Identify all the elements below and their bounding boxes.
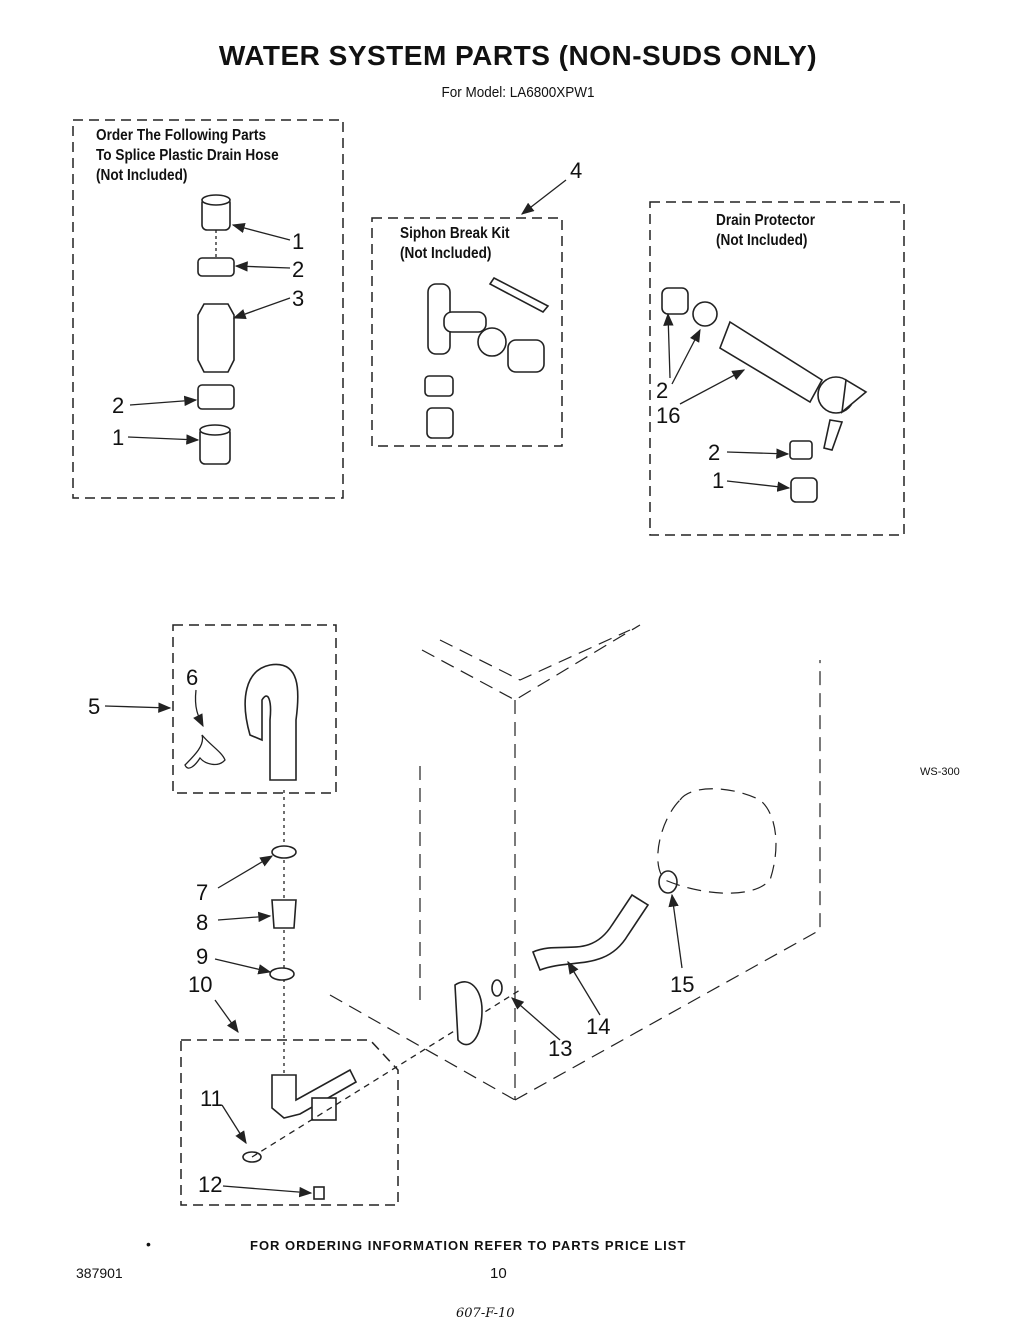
callout-13: 13 <box>548 1036 573 1061</box>
splice-clamp-bottom <box>197 384 235 410</box>
siphon-box-label-2: (Not Included) <box>400 245 492 262</box>
drain-pump-box <box>180 1039 399 1206</box>
callout-2-bottom: 2 <box>112 393 125 418</box>
splice-connector <box>197 303 235 373</box>
drain-outlet-part <box>242 1068 358 1200</box>
callout-9: 9 <box>196 944 209 969</box>
callout-15: 15 <box>670 972 695 997</box>
splice-box-label-2: To Splice Plastic Drain Hose <box>96 147 279 164</box>
siphon-box <box>371 217 563 447</box>
drain-protector-box <box>649 201 905 536</box>
drain-hose-part <box>184 663 299 781</box>
footer-bullet: • <box>146 1236 151 1252</box>
callout-6: 6 <box>186 665 199 690</box>
callout-4: 4 <box>570 158 583 183</box>
splice-clamp-top <box>197 257 235 277</box>
drain-protector-parts <box>661 287 868 503</box>
hose-14 <box>531 893 650 972</box>
callout-10: 10 <box>188 972 213 997</box>
page-number: 10 <box>490 1265 507 1282</box>
splice-box <box>72 119 344 499</box>
clamp-7 <box>271 845 297 859</box>
callout-8: 8 <box>196 910 209 935</box>
clamp-15 <box>658 870 678 894</box>
coupling-8 <box>271 899 297 929</box>
callout-1-bottom: 1 <box>112 425 125 450</box>
siphon-box-label-1: Siphon Break Kit <box>400 225 510 242</box>
drain-protector-label-1: Drain Protector <box>716 212 815 229</box>
callout-14: 14 <box>586 1014 611 1039</box>
callout-2-drain: 2 <box>656 378 669 403</box>
gasket-13 <box>454 981 483 1046</box>
callout-16: 16 <box>656 403 681 428</box>
model-subtitle: For Model: LA6800XPW1 <box>441 84 595 101</box>
ordering-info-text: FOR ORDERING INFORMATION REFER TO PARTS … <box>250 1238 687 1253</box>
callout-1-drain-lower: 1 <box>712 468 725 493</box>
callout-12: 12 <box>198 1172 223 1197</box>
part-number: 387901 <box>76 1265 123 1281</box>
callout-5: 5 <box>88 694 101 719</box>
drain-hose-box <box>172 624 337 794</box>
splice-box-label-3: (Not Included) <box>96 167 188 184</box>
splice-parts <box>197 194 235 465</box>
clamp-9 <box>269 967 295 981</box>
callout-1-top: 1 <box>292 229 305 254</box>
drain-protector-label-2: (Not Included) <box>716 232 808 249</box>
handwritten-note: 607-F-10 <box>456 1306 515 1321</box>
diagram-code: WS-300 <box>920 766 960 778</box>
cabinet-outline <box>329 624 821 1101</box>
callout-2-drain-lower: 2 <box>708 440 721 465</box>
splice-box-label-1: Order The Following Parts <box>96 127 267 144</box>
callout-11: 11 <box>200 1086 223 1111</box>
page-title: WATER SYSTEM PARTS (NON-SUDS ONLY) <box>218 40 818 71</box>
callout-3: 3 <box>292 286 305 311</box>
callout-2-top: 2 <box>292 257 305 282</box>
siphon-break-parts <box>424 276 550 439</box>
callout-7: 7 <box>196 880 209 905</box>
